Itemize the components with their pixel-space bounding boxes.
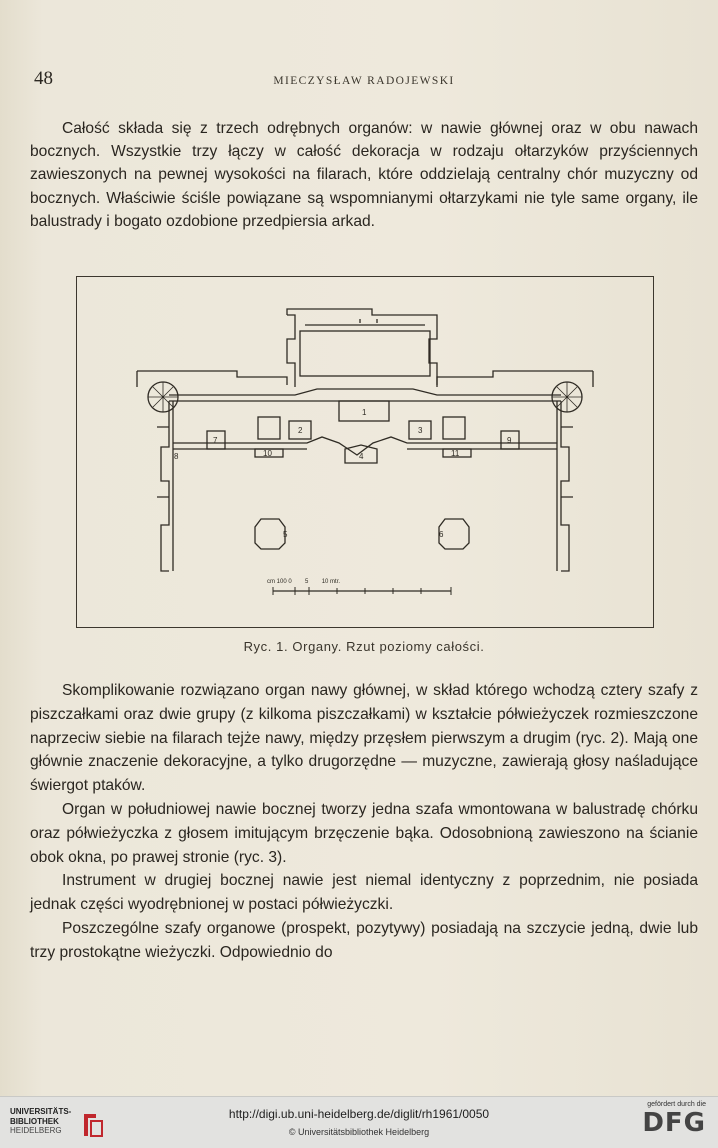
page-number: 48 xyxy=(34,68,53,89)
library-logo[interactable]: UNIVERSITÄTS- BIBLIOTHEK HEIDELBERG xyxy=(10,1107,110,1143)
body-text-bottom: Skomplikowanie rozwiązano organ nawy głó… xyxy=(30,679,698,965)
logo-text-line: HEIDELBERG xyxy=(10,1126,62,1135)
plan-label: 7 xyxy=(213,436,218,445)
page-header: 48 MIECZYSŁAW RADOJEWSKI xyxy=(34,68,694,92)
plan-label: 10 xyxy=(263,449,272,458)
plan-label: 3 xyxy=(418,426,423,435)
floor-plan-drawing: 1 2 3 4 5 6 7 8 9 10 11 cm 100 0 5 10 mt… xyxy=(136,308,594,595)
plan-label: 4 xyxy=(359,452,364,461)
figure-caption: Ryc. 1. Organy. Rzut poziomy całości. xyxy=(243,639,485,654)
dfg-logo[interactable]: gefördert durch die DFG xyxy=(616,1101,706,1145)
paragraph: Skomplikowanie rozwiązano organ nawy głó… xyxy=(30,682,698,795)
scanned-page: 48 MIECZYSŁAW RADOJEWSKI Całość składa s… xyxy=(0,0,718,1096)
paragraph: Poszczególne szafy organowe (prospekt, p… xyxy=(30,919,698,961)
floor-plan-figure: 1 2 3 4 5 6 7 8 9 10 11 cm 100 0 5 10 mt… xyxy=(76,276,654,628)
viewer-footer: UNIVERSITÄTS- BIBLIOTHEK HEIDELBERG http… xyxy=(0,1096,718,1148)
plan-label: 8 xyxy=(174,452,179,461)
permalink[interactable]: http://digi.ub.uni-heidelberg.de/diglit/… xyxy=(228,1107,490,1121)
logo-text-line: UNIVERSITÄTS- xyxy=(10,1107,72,1116)
running-head: MIECZYSŁAW RADOJEWSKI xyxy=(273,75,455,87)
copyright-notice: © Universitätsbibliothek Heidelberg xyxy=(288,1127,430,1137)
dfg-tagline: gefördert durch die xyxy=(647,1101,706,1108)
scale-label: cm 100 0 5 10 mtr. xyxy=(267,579,340,585)
plan-label: 5 xyxy=(283,530,288,539)
paragraph: Organ w południowej nawie bocznej tworzy… xyxy=(30,800,698,866)
plan-label: 6 xyxy=(439,530,444,539)
logo-text-line: BIBLIOTHEK xyxy=(10,1116,59,1126)
dfg-wordmark: DFG xyxy=(642,1108,706,1138)
plan-label: 9 xyxy=(507,436,512,445)
body-text-top: Całość składa się z trzech odrębnych org… xyxy=(30,117,698,233)
paragraph: Instrument w drugiej bocznej nawie jest … xyxy=(30,872,698,914)
paragraph: Całość składa się z trzech odrębnych org… xyxy=(30,120,698,230)
plan-label: 2 xyxy=(298,426,303,435)
plan-label: 1 xyxy=(362,408,367,417)
plan-label: 11 xyxy=(451,449,460,458)
library-emblem-icon xyxy=(84,1114,103,1137)
